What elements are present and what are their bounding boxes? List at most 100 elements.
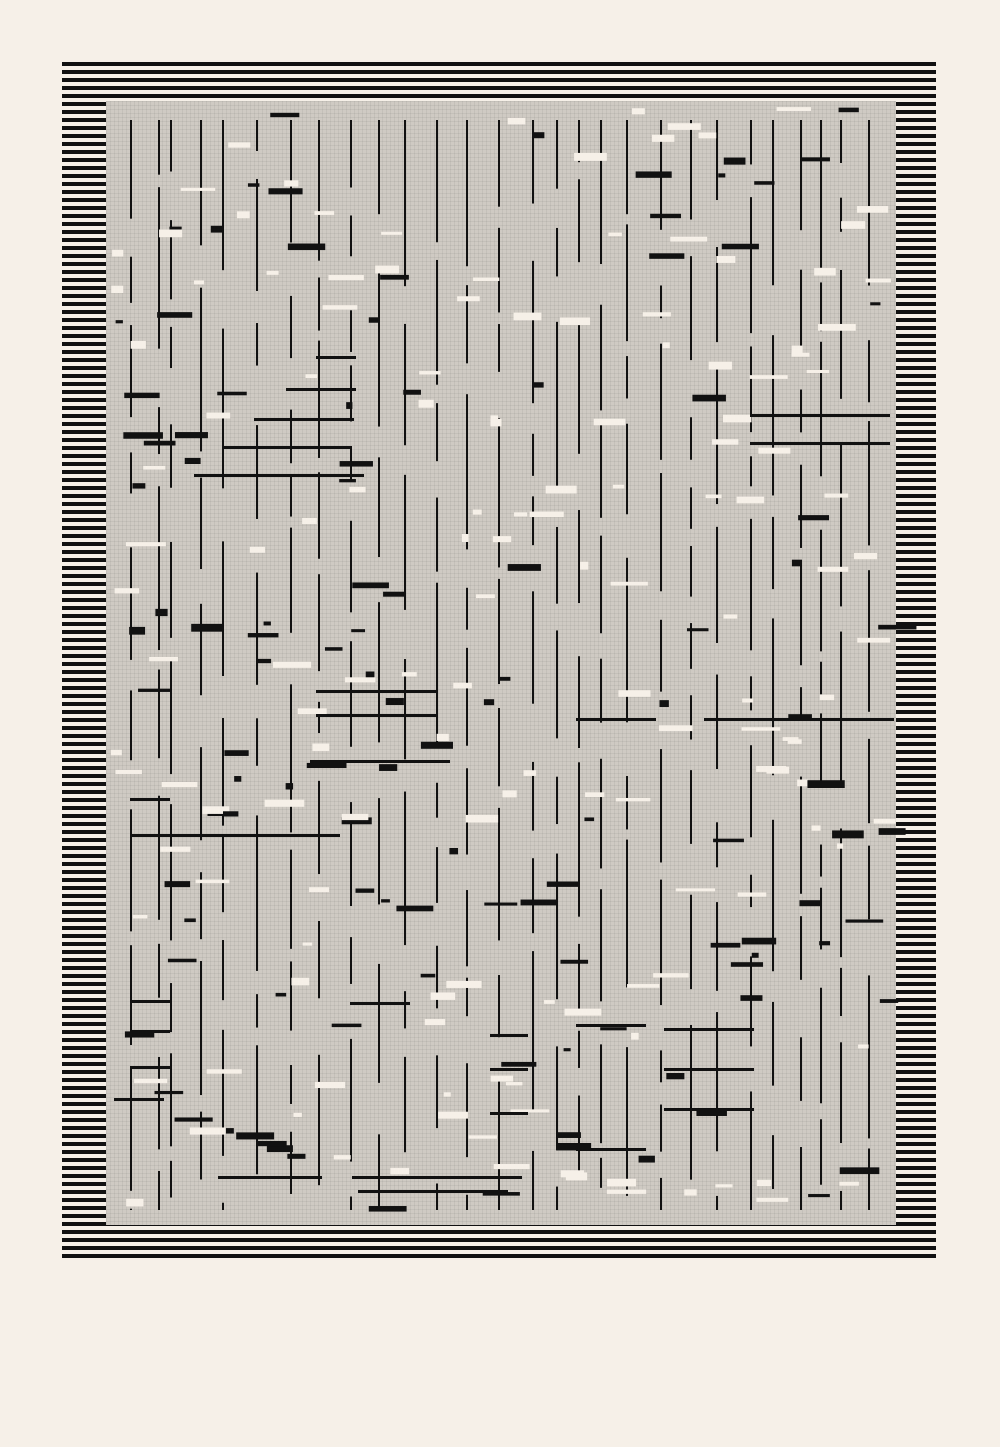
glyph-column-line xyxy=(820,713,822,785)
glyph-column-line xyxy=(532,120,534,204)
glyph-column-line xyxy=(200,872,202,940)
glyph-cluster xyxy=(713,838,744,843)
glyph-column-line xyxy=(800,464,802,548)
glyph-column-line xyxy=(820,987,822,1104)
glyph-cluster xyxy=(756,1179,772,1187)
horizontal-bar xyxy=(130,1066,170,1069)
glyph-column-line xyxy=(130,809,132,932)
glyph-cluster xyxy=(635,171,672,178)
glyph-column-line xyxy=(840,197,842,232)
glyph-cluster xyxy=(287,243,326,251)
glyph-cluster xyxy=(705,494,722,499)
glyph-column-line xyxy=(290,409,292,464)
glyph-cluster xyxy=(430,992,456,1000)
glyph-cluster xyxy=(878,624,917,630)
glyph-column-line xyxy=(820,120,822,268)
glyph-column-line xyxy=(130,120,132,219)
glyph-cluster xyxy=(206,412,231,419)
glyph-cluster xyxy=(817,566,849,572)
glyph-column-line xyxy=(158,795,160,920)
glyph-column-line xyxy=(498,120,500,207)
glyph-cluster xyxy=(730,962,764,967)
glyph-column-line xyxy=(556,853,558,1000)
glyph-column-line xyxy=(716,120,718,201)
glyph-cluster xyxy=(457,296,480,302)
glyph-cluster xyxy=(513,312,542,321)
horizontal-bar xyxy=(130,798,170,801)
glyph-column-line xyxy=(466,587,468,630)
glyph-cluster xyxy=(157,312,193,318)
glyph-cluster xyxy=(749,375,788,379)
glyph-column-line xyxy=(532,260,534,404)
glyph-column-line xyxy=(578,1030,580,1068)
glyph-cluster xyxy=(385,698,404,706)
glyph-cluster xyxy=(154,1090,184,1095)
glyph-cluster xyxy=(845,919,884,923)
glyph-cluster xyxy=(818,323,856,331)
glyph-cluster xyxy=(698,132,717,139)
glyph-cluster xyxy=(482,1192,520,1196)
glyph-cluster xyxy=(490,418,502,427)
glyph-column-line xyxy=(660,473,662,592)
glyph-column-line xyxy=(800,1147,802,1210)
glyph-cluster xyxy=(124,1031,155,1038)
glyph-cluster xyxy=(546,881,579,887)
glyph-cluster xyxy=(712,439,739,445)
glyph-column-line xyxy=(578,179,580,263)
glyph-column-line xyxy=(578,120,580,163)
glyph-cluster xyxy=(819,694,835,701)
glyph-column-line xyxy=(170,983,172,1033)
glyph-column-line xyxy=(318,472,320,559)
glyph-column-line xyxy=(868,738,870,824)
glyph-column-line xyxy=(318,574,320,672)
glyph-cluster xyxy=(206,1069,242,1074)
glyph-column-line xyxy=(840,631,842,786)
glyph-cluster xyxy=(124,392,160,399)
glyph-cluster xyxy=(799,900,821,907)
glyph-column-line xyxy=(436,403,438,462)
glyph-column-line xyxy=(290,1064,292,1104)
glyph-column-line xyxy=(170,804,172,941)
glyph-cluster xyxy=(419,371,441,375)
glyph-column-line xyxy=(256,323,258,366)
horizontal-bar xyxy=(218,1176,322,1179)
glyph-cluster xyxy=(545,485,577,494)
glyph-cluster xyxy=(436,733,449,742)
glyph-column-line xyxy=(660,749,662,863)
glyph-column-line xyxy=(222,1029,224,1156)
glyph-column-line xyxy=(820,887,822,950)
glyph-cluster xyxy=(878,828,906,835)
glyph-cluster xyxy=(642,312,671,317)
glyph-column-line xyxy=(690,487,692,529)
glyph-column-line xyxy=(660,1050,662,1083)
glyph-cluster xyxy=(612,484,625,489)
glyph-cluster xyxy=(718,173,726,178)
glyph-cluster xyxy=(355,888,375,893)
glyph-cluster xyxy=(210,225,224,233)
glyph-cluster xyxy=(839,1167,880,1175)
horizontal-bar xyxy=(222,446,352,449)
glyph-cluster xyxy=(381,231,403,235)
glyph-cluster xyxy=(560,959,589,964)
glyph-cluster xyxy=(493,1164,530,1170)
glyph-column-line xyxy=(626,1047,628,1196)
glyph-column-line xyxy=(404,659,406,760)
glyph-cluster xyxy=(740,995,763,1001)
glyph-column-line xyxy=(772,1135,774,1189)
glyph-column-line xyxy=(222,328,224,489)
glyph-cluster xyxy=(138,688,172,692)
glyph-cluster xyxy=(580,561,589,570)
glyph-column-line xyxy=(498,1078,500,1210)
glyph-cluster xyxy=(115,320,123,324)
glyph-column-line xyxy=(800,562,802,666)
glyph-cluster xyxy=(401,672,417,677)
glyph-cluster xyxy=(615,797,651,802)
glyph-column-line xyxy=(158,120,160,175)
glyph-column-line xyxy=(130,1066,132,1191)
glyph-cluster xyxy=(556,1142,592,1151)
glyph-cluster xyxy=(115,769,142,774)
glyph-cluster xyxy=(715,1184,733,1188)
glyph-cluster xyxy=(365,671,375,678)
glyph-column-line xyxy=(436,782,438,818)
glyph-column-line xyxy=(750,745,752,838)
